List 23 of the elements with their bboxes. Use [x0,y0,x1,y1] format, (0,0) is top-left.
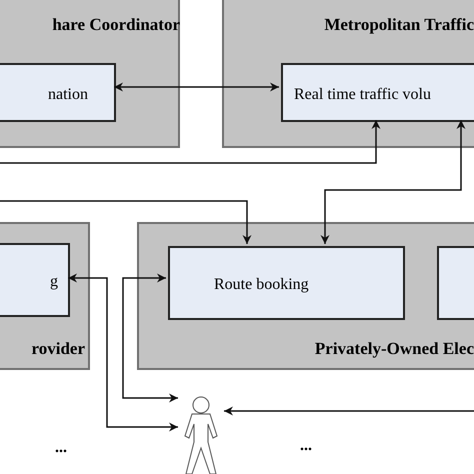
group-title: rovider [30,338,85,360]
group-title: Metropolitan Traffic [323,14,474,36]
process-box [281,63,474,122]
process-box [0,63,116,122]
box-label: Route booking [214,275,309,295]
arrow [114,82,279,92]
group-panel [222,0,474,148]
group-panel [137,222,474,370]
arrow [224,406,474,416]
arrow [320,120,466,244]
arrow [122,274,178,402]
arrow [68,274,178,432]
ellipsis-label: ... [300,436,312,456]
arrow [0,200,252,244]
box-label: Real time traffic volu [294,84,431,104]
group-title: hare Coordinator [51,14,180,36]
arrow [0,120,380,164]
group-panel [0,0,180,148]
group-title: Privately-Owned Elec [314,338,474,360]
box-label: g [50,272,58,292]
process-box [168,246,405,320]
ellipsis-label: ... [55,438,67,458]
box-label: nation [48,84,88,104]
